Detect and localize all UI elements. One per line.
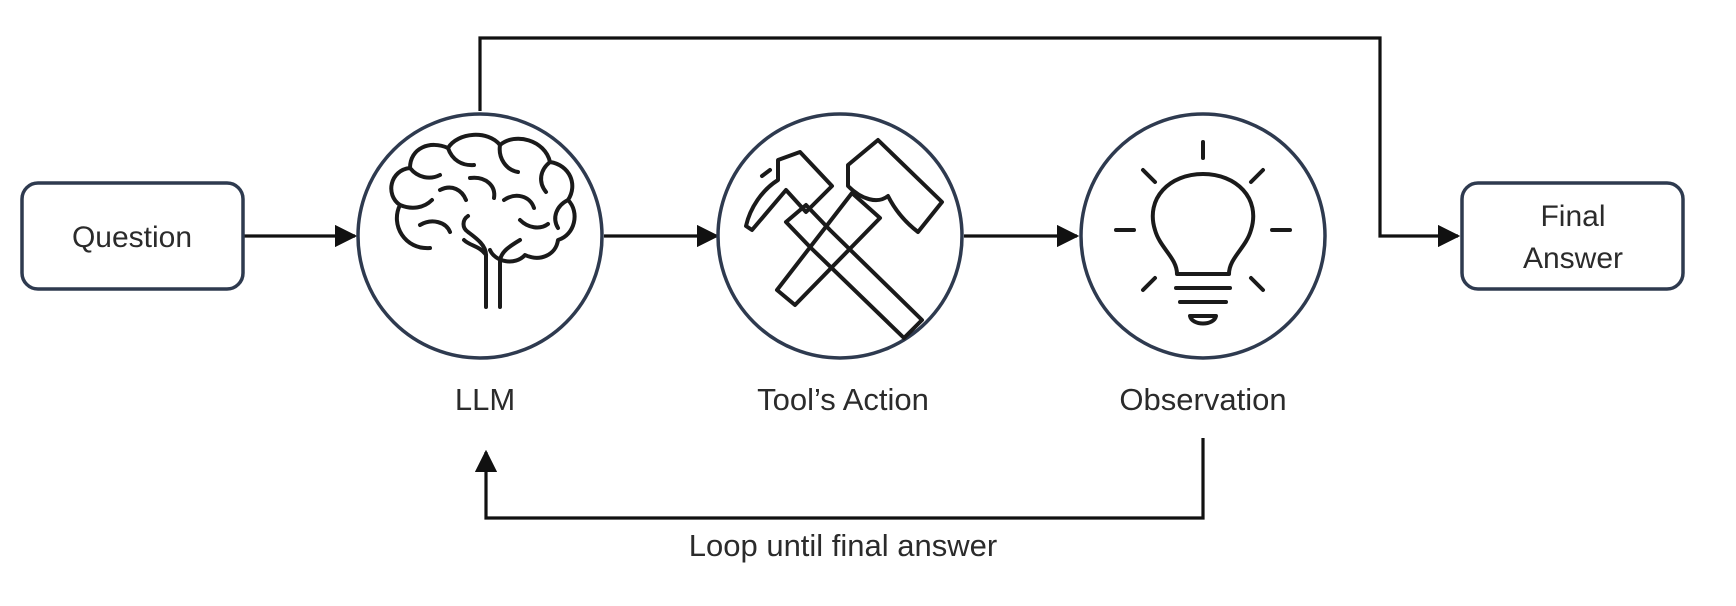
- lightbulb-icon: [1114, 140, 1292, 326]
- tool-action-label: Tool’s Action: [757, 382, 929, 417]
- brain-icon: [389, 132, 577, 309]
- question-node: Question: [20, 181, 245, 291]
- llm-node: [356, 112, 604, 360]
- observation-node: [1079, 112, 1327, 360]
- llm-label: LLM: [455, 382, 515, 417]
- final-answer-label-line2: Answer: [1523, 242, 1623, 275]
- final-answer-node: Final Answer: [1460, 181, 1685, 291]
- loop-arrow-observation-to-llm: [474, 438, 1205, 520]
- connectors: [244, 36, 1461, 520]
- tool-action-node: [716, 112, 964, 360]
- question-label: Question: [72, 221, 192, 254]
- arrow-llm-to-final-answer: [478, 36, 1461, 248]
- loop-label: Loop until final answer: [689, 528, 997, 563]
- hammers-icon: [744, 138, 944, 340]
- observation-label: Observation: [1119, 382, 1286, 417]
- final-answer-label-line1: Final: [1540, 200, 1605, 233]
